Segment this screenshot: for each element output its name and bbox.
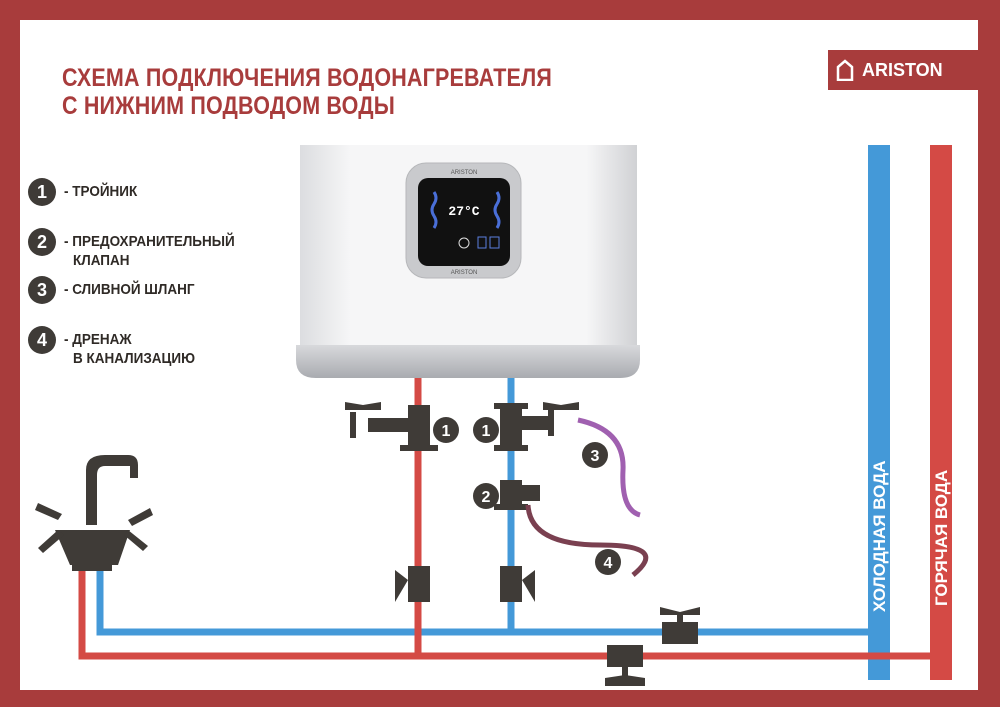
tee-fitting-hot <box>345 402 438 451</box>
drainage-pipe <box>525 504 649 577</box>
legend-text: - ПРЕДОХРАНИТЕЛЬНЫЙ <box>64 233 235 250</box>
eco-button[interactable] <box>489 236 500 249</box>
legend-item-4: 4 - ДРЕНАЖ В КАНАЛИЗАЦИЮ <box>28 326 210 368</box>
legend-item-1: 1 - ТРОЙНИК <box>28 178 145 206</box>
marker-1-cold: 1 <box>473 417 499 443</box>
hot-water-label: ГОРЯЧАЯ ВОДА <box>932 469 951 606</box>
legend-number: 4 <box>28 326 56 354</box>
cold-main-pipe <box>868 145 890 680</box>
shutoff-valve-cold <box>500 566 535 602</box>
legend-item-2: 2 - ПРЕДОХРАНИТЕЛЬНЫЙ КЛАПАН <box>28 228 254 270</box>
legend-text: - СЛИВНОЙ ШЛАНГ <box>64 281 195 298</box>
water-heater: ARISTON ARISTON 27°C <box>296 145 640 378</box>
cold-water-label: ХОЛОДНАЯ ВОДА <box>870 460 889 612</box>
marker-2: 2 <box>473 483 499 509</box>
temperature-display: 27°C <box>448 204 479 219</box>
svg-text:1: 1 <box>442 423 451 440</box>
mixer-faucet-icon <box>35 455 153 571</box>
svg-text:1: 1 <box>482 423 491 440</box>
legend-text: КЛАПАН <box>73 252 130 269</box>
mode-button[interactable] <box>458 237 470 249</box>
shower-button[interactable] <box>477 236 487 249</box>
safety-valve <box>494 480 540 510</box>
marker-3: 3 <box>582 442 608 468</box>
tee-fitting-cold <box>494 402 579 451</box>
legend-text: - ДРЕНАЖ <box>64 331 132 348</box>
heater-brand-bottom: ARISTON <box>451 270 478 276</box>
house-icon <box>836 59 854 81</box>
marker-4: 4 <box>595 549 621 575</box>
legend-text: В КАНАЛИЗАЦИЮ <box>73 350 196 367</box>
legend-number: 1 <box>28 178 56 206</box>
page-title: СХЕМА ПОДКЛЮЧЕНИЯ ВОДОНАГРЕВАТЕЛЯ С НИЖН… <box>62 64 552 120</box>
legend-item-3: 3 - СЛИВНОЙ ШЛАНГ <box>28 276 209 304</box>
shutoff-valve-hot-main <box>605 645 645 686</box>
legend-number: 2 <box>28 228 56 256</box>
heat-wave-icon <box>430 191 501 229</box>
shutoff-valve-cold-main <box>660 607 700 644</box>
shutoff-valve-hot <box>395 566 430 602</box>
legend-text: - ТРОЙНИК <box>64 183 138 200</box>
logo-text: ARISTON <box>862 59 943 80</box>
title-line-1: СХЕМА ПОДКЛЮЧЕНИЯ ВОДОНАГРЕВАТЕЛЯ <box>62 64 552 92</box>
legend-number: 3 <box>28 276 56 304</box>
svg-text:4: 4 <box>604 555 613 572</box>
drain-hose <box>577 417 641 518</box>
title-line-2: С НИЖНИМ ПОДВОДОМ ВОДЫ <box>62 92 395 120</box>
svg-text:2: 2 <box>482 489 491 506</box>
svg-text:3: 3 <box>591 448 600 465</box>
hot-main-pipe <box>930 145 952 680</box>
heater-brand: ARISTON <box>451 170 478 176</box>
marker-1-hot: 1 <box>433 417 459 443</box>
ariston-logo: ARISTON <box>828 50 978 90</box>
